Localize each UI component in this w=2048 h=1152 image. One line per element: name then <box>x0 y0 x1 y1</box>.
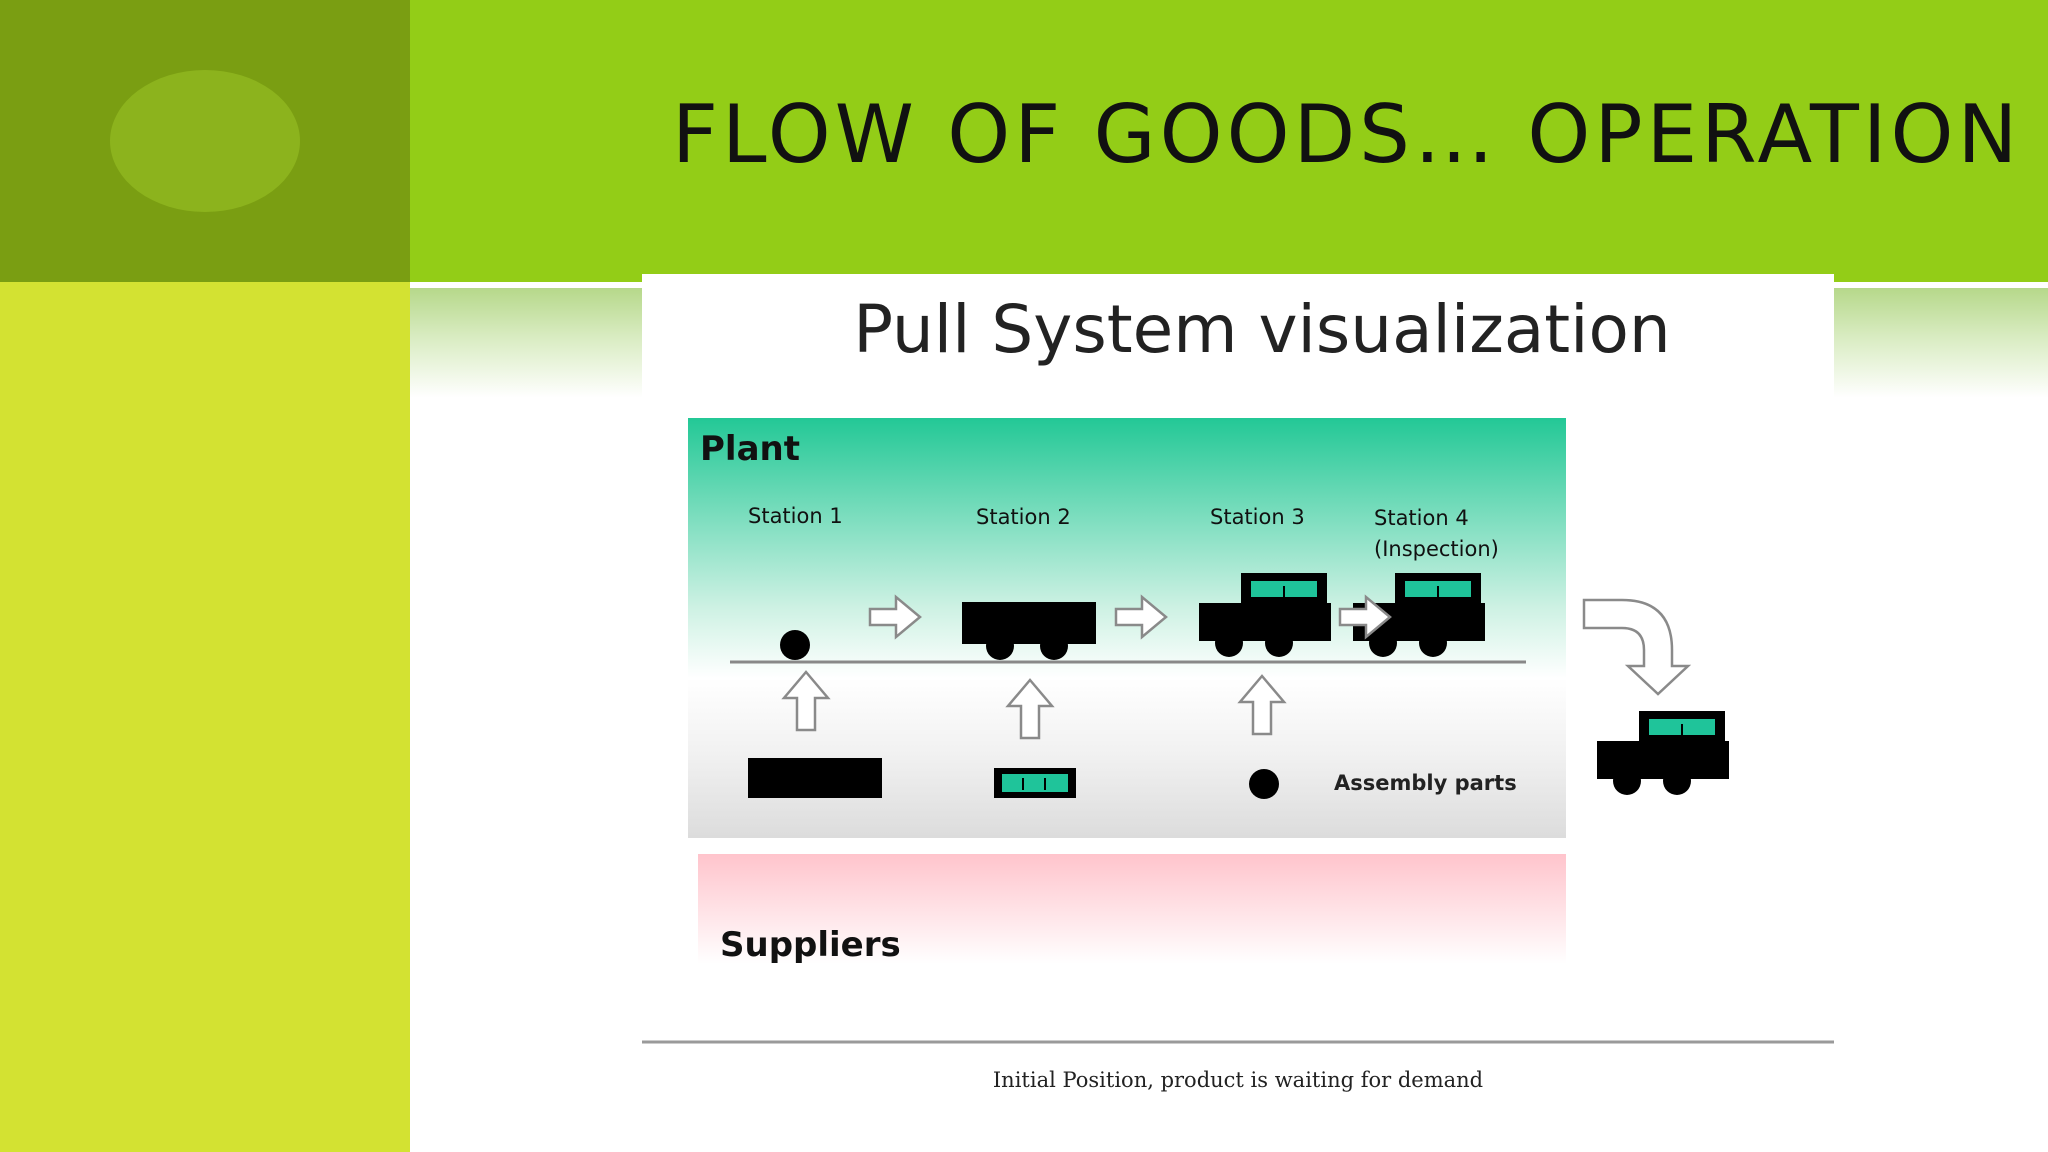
pull-system-figure: Pull System visualization Plant Station … <box>642 274 1834 1152</box>
station-label: Station 1 <box>748 504 843 528</box>
output-arrow-icon <box>1582 598 1692 696</box>
station-label: Station 2 <box>976 505 1071 529</box>
chassis-part <box>962 602 1096 660</box>
suppliers-label: Suppliers <box>720 925 901 965</box>
wheel-part-stock <box>1249 769 1279 799</box>
station-sublabel: (Inspection) <box>1374 537 1499 561</box>
wheel-part <box>780 630 810 660</box>
suppliers-zone <box>698 854 1566 964</box>
sidebar-bottom-panel <box>0 282 410 1152</box>
figure-caption: Initial Position, product is waiting for… <box>993 1068 1483 1092</box>
finished-car <box>1597 711 1729 795</box>
figure-heading: Pull System visualization <box>853 291 1670 368</box>
station-label: Station 4 <box>1374 506 1469 530</box>
slide-title: FLOW OF GOODS… OPERATION <box>672 88 2022 181</box>
title-band <box>410 0 2048 282</box>
station-label: Station 3 <box>1210 505 1305 529</box>
cabin-part-stock <box>994 768 1076 798</box>
chassis-part-stock <box>748 758 882 798</box>
assembly-parts-label: Assembly parts <box>1334 771 1517 795</box>
decorative-oval <box>110 70 300 212</box>
plant-label: Plant <box>700 429 800 469</box>
